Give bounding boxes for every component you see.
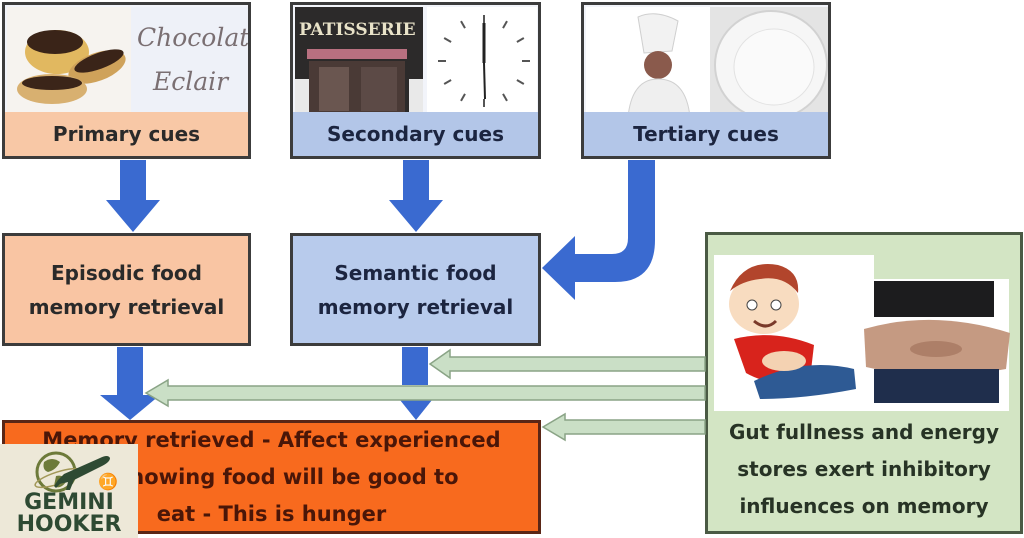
gut-fullness-box: Gut fullness and energy stores exert inh… <box>705 232 1023 534</box>
patisserie-sign-text: PATISSERIE <box>299 20 416 40</box>
image-caption-eclair: Eclair <box>153 67 229 96</box>
secondary-cues-label: Secondary cues <box>293 112 538 156</box>
clock-tick <box>460 93 466 102</box>
watermark-text-gemini: GEMINI <box>24 490 114 515</box>
patisserie-storefront-image: PATISSERIE <box>295 7 423 115</box>
full-stomach-images <box>714 255 1010 411</box>
clock-tick <box>502 20 508 29</box>
image-caption-chocolate: Chocolate <box>137 23 250 52</box>
inhibit-arrow-to-episodic <box>144 378 706 408</box>
primary-cues-label: Primary cues <box>5 112 248 156</box>
primary-cues-box: Chocolate Eclair Primary cues <box>2 2 251 159</box>
watermark-text-hooker: HOOKER <box>16 512 122 537</box>
episodic-label-line1: Episodic food <box>51 260 202 285</box>
chocolate-eclair-caption-panel: Chocolate Eclair <box>131 7 250 115</box>
secondary-cues-box: PATISSERIE Secondary cues <box>290 2 541 159</box>
semantic-label-line1: Semantic food <box>334 260 497 285</box>
arrow-semantic-to-result-head <box>400 400 432 420</box>
arrow-secondary-to-semantic <box>389 160 443 232</box>
clock-tick <box>443 79 452 85</box>
tertiary-cues-box: Tertiary cues <box>581 2 831 159</box>
arrow-tertiary-to-semantic <box>542 160 655 300</box>
inhibit-arrow-to-semantic <box>428 348 706 380</box>
semantic-memory-box: Semantic food memory retrieval <box>290 233 541 346</box>
clock-tick <box>460 20 466 29</box>
chocolate-eclair-image <box>7 7 137 117</box>
episodic-label-line2: memory retrieval <box>28 294 225 319</box>
clock-tick <box>516 79 525 85</box>
globe-airplane-logo-icon <box>34 451 110 493</box>
arrow-episodic-to-result <box>100 347 160 420</box>
result-text-line2: of knowing food will be good to <box>84 464 459 489</box>
tertiary-cues-label: Tertiary cues <box>584 112 828 156</box>
gut-text-line1: Gut fullness and energy <box>729 420 999 444</box>
arrow-primary-to-episodic <box>106 160 160 232</box>
gut-text-line2: stores exert inhibitory <box>737 457 991 481</box>
clock-image <box>427 7 537 115</box>
inhibit-arrow-to-result <box>541 412 706 442</box>
clock-tick <box>516 37 525 43</box>
arrow-semantic-to-result <box>402 347 428 385</box>
clock-tick <box>443 37 452 43</box>
episodic-memory-box: Episodic food memory retrieval <box>2 233 251 346</box>
gut-text-line3: influences on memory <box>739 494 989 518</box>
gemini-symbol-icon: ♊ <box>98 472 118 491</box>
result-text-line3: eat - This is hunger <box>156 501 387 526</box>
chef-and-plate-image <box>586 7 828 117</box>
semantic-label-line2: memory retrieval <box>317 294 514 319</box>
gemini-hooker-watermark: ♊ GEMINI HOOKER <box>0 444 138 538</box>
clock-tick <box>502 93 508 102</box>
